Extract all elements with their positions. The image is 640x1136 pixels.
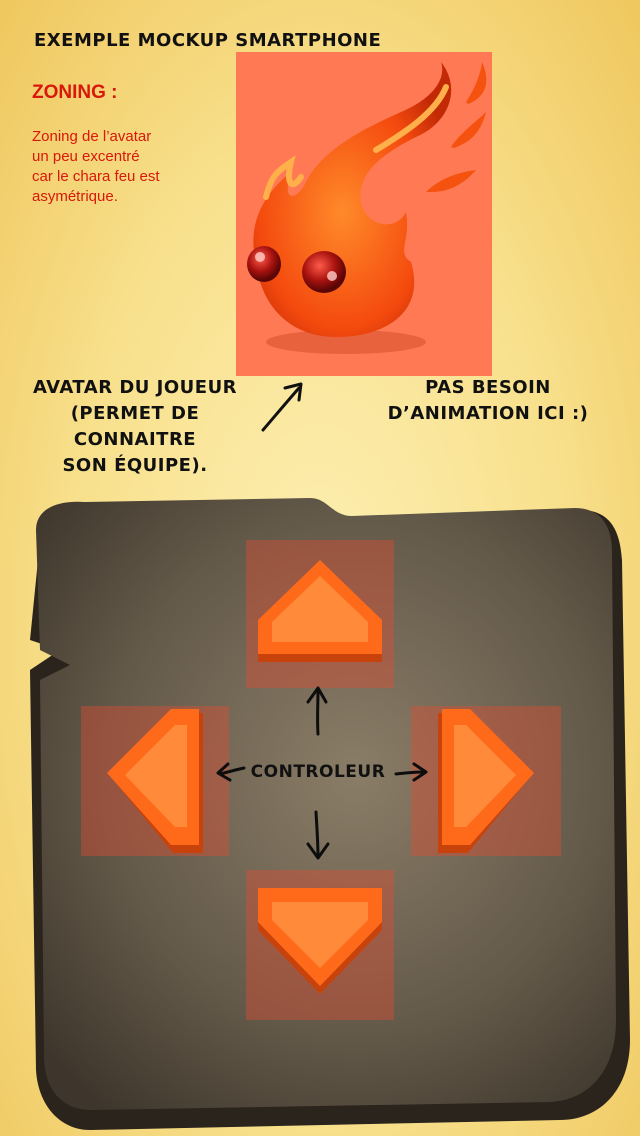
right-arrow-button[interactable] (432, 705, 538, 855)
pointer-arrow-icon (261, 382, 303, 432)
zoning-note-line: car le chara feu est (32, 168, 160, 185)
controller-label: CONTROLEUR (250, 762, 386, 782)
zoning-note-line: un peu excentré (32, 148, 140, 165)
avatar-label-line: (PERMET DE CONNAITRE (70, 403, 200, 450)
avatar-zone[interactable] (236, 52, 492, 376)
animation-note-line: PAS BESOIN (425, 377, 551, 398)
left-arrow-button[interactable] (103, 705, 209, 855)
zoning-note-line: Zoning de l’avatar (32, 128, 152, 145)
page-title: EXEMPLE MOCKUP SMARTPHONE (34, 30, 382, 51)
zoning-note: Zoning de l’avatar un peu excentré car l… (32, 127, 222, 207)
zoning-heading: ZONING : (32, 82, 118, 103)
avatar-label: AVATAR DU JOUEUR (PERMET DE CONNAITRE SO… (8, 375, 262, 479)
animation-note: PAS BESOIN D’ANIMATION ICI :) (378, 375, 598, 427)
animation-note-line: D’ANIMATION ICI :) (387, 403, 589, 424)
fire-spirit-avatar-icon (247, 62, 487, 354)
controller-panel (30, 498, 630, 1130)
up-arrow-button[interactable] (250, 558, 390, 670)
avatar-label-line: SON ÉQUIPE). (62, 455, 208, 476)
down-arrow-button[interactable] (250, 886, 390, 998)
direction-arrows (216, 686, 428, 860)
zoning-note-line: asymétrique. (32, 188, 118, 205)
avatar-label-line: AVATAR DU JOUEUR (32, 377, 238, 398)
